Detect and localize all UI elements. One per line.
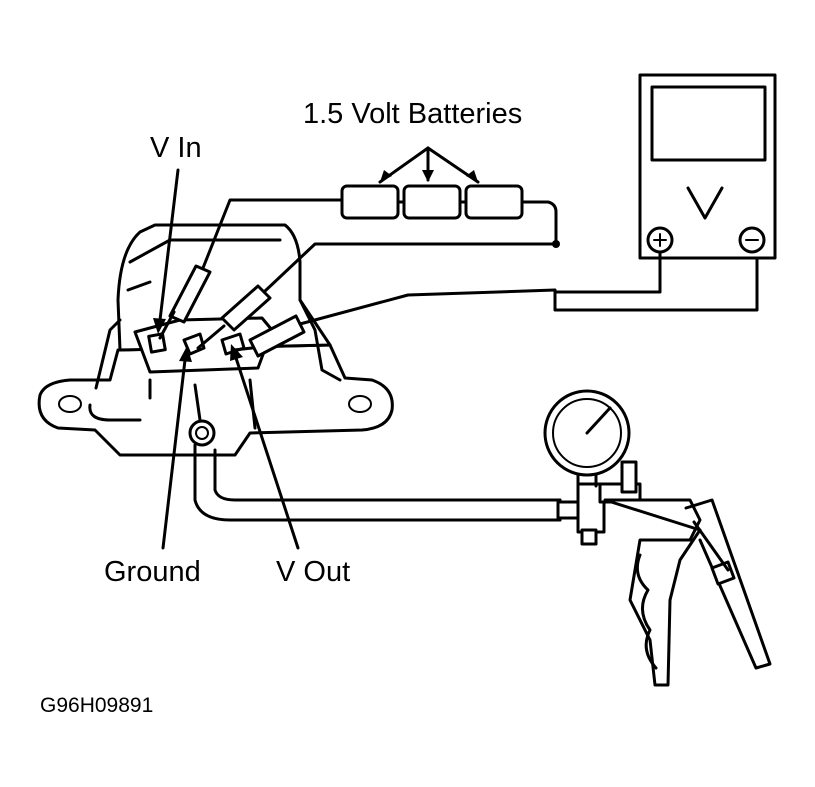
v-out-label: V Out [276, 556, 351, 588]
batteries-label: 1.5 Volt Batteries [303, 98, 523, 130]
ground-leader [161, 358, 187, 550]
back-probes [158, 198, 759, 358]
battery-3 [464, 184, 524, 220]
v-in-leader [158, 168, 180, 322]
figure-code: G96H09891 [40, 694, 154, 717]
meter-unit-symbol [686, 186, 724, 220]
voltmeter [553, 73, 777, 294]
v-in-pin [147, 332, 167, 354]
battery-2 [402, 184, 462, 220]
battery-pack [333, 184, 560, 248]
label-leaders [153, 168, 300, 550]
sensor-body [37, 223, 394, 457]
v-out-leader [234, 356, 300, 550]
vacuum-gauge [543, 389, 631, 488]
probe-v-in [158, 198, 337, 340]
probe-v-out [232, 256, 759, 358]
vacuum-hose [193, 443, 562, 522]
battery-1 [340, 184, 400, 220]
ground-label: Ground [104, 556, 201, 588]
probe-ground [196, 242, 560, 350]
v-in-label: V In [150, 132, 202, 164]
meter-display [650, 85, 767, 162]
terminal-pins [147, 332, 246, 356]
vacuum-pump [543, 389, 772, 687]
batteries-pointer-arrows [378, 146, 480, 184]
